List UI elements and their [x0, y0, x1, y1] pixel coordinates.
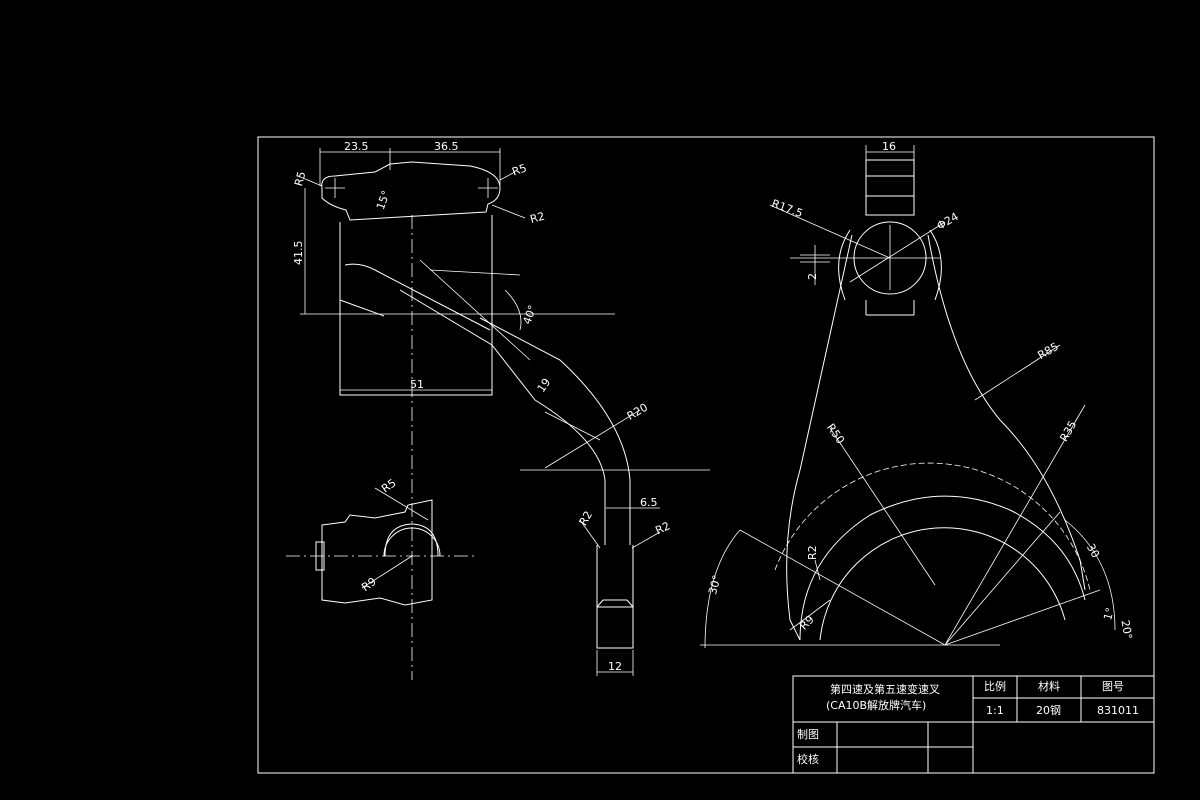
title-line-2: (CA10B解放牌汽车): [826, 698, 926, 712]
scale-value: 1:1: [986, 704, 1004, 717]
dim-r2-tip-right: R2: [653, 519, 672, 537]
dim-angle-15: 15°: [374, 189, 393, 212]
title-block: 第四速及第五速变速叉 (CA10B解放牌汽车) 比例 材料 图号 1:1 20钢…: [792, 675, 1155, 774]
dim-r85: R85: [1036, 340, 1061, 362]
front-view: 23.5 36.5 R5 R5 R2 15° 41.5 40° 51 19 R2…: [292, 140, 710, 680]
dim-6-5: 6.5: [640, 496, 658, 509]
side-view: R5 R9: [286, 476, 476, 606]
dim-r20: R20: [625, 401, 650, 423]
col-scale: 比例: [984, 679, 1006, 693]
dim-r2-fork: R2: [806, 545, 819, 560]
dim-r50: R50: [824, 421, 847, 446]
drawing-frame: [257, 136, 1155, 774]
material-value: 20钢: [1036, 704, 1061, 717]
dim-r5-left: R5: [292, 170, 308, 188]
title-line-1: 第四速及第五速变速叉: [830, 682, 940, 696]
right-view: 16 R17.5 Φ24 2 R85 R50: [700, 140, 1135, 649]
col-drawing-no: 图号: [1102, 680, 1124, 693]
dim-2: 2: [806, 273, 819, 280]
dim-r9-side: R9: [359, 575, 378, 594]
dim-angle-1: 1°: [1101, 606, 1117, 621]
drawing-no-value: 831011: [1097, 704, 1139, 717]
dim-51: 51: [410, 378, 424, 391]
dim-36-5: 36.5: [434, 140, 459, 153]
dim-12: 12: [608, 660, 622, 673]
dim-angle-40: 40°: [520, 303, 539, 326]
dim-angle-30-left: 30°: [706, 574, 724, 596]
col-material: 材料: [1038, 679, 1060, 693]
drawn-by-label: 制图: [797, 728, 819, 741]
fork-tip-view: 12 6.5 R2 R2: [577, 496, 672, 676]
dim-r2-top: R2: [529, 210, 547, 226]
dim-angle-30-right: 30: [1084, 542, 1102, 561]
dim-19: 19: [535, 376, 554, 395]
dim-23-5: 23.5: [344, 140, 369, 153]
dim-16: 16: [882, 140, 896, 153]
dim-phi24: Φ24: [935, 210, 961, 233]
dim-41-5: 41.5: [292, 241, 305, 266]
dim-r2-tip-left: R2: [577, 509, 596, 528]
dim-r5-right: R5: [510, 161, 528, 178]
dim-r35: R35: [1057, 419, 1079, 444]
dim-angle-20: 20°: [1118, 619, 1134, 640]
checked-by-label: 校核: [797, 752, 819, 766]
dim-r17-5: R17.5: [770, 197, 805, 220]
